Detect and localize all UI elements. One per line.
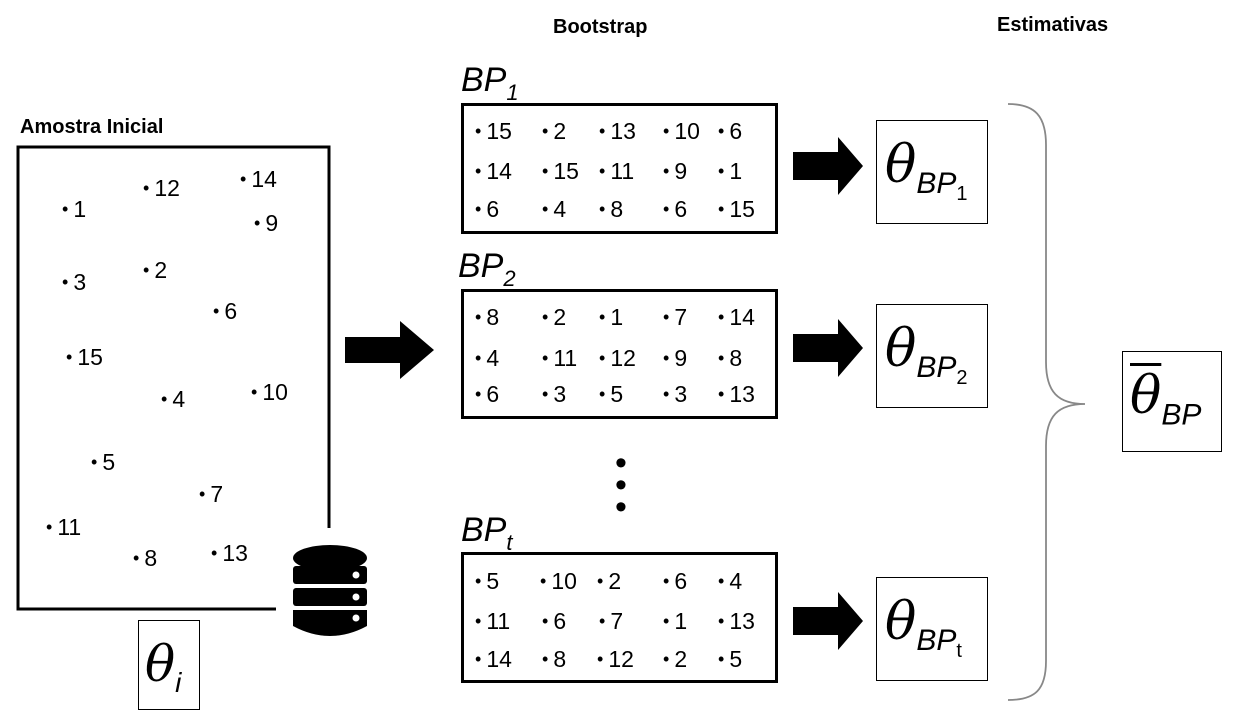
estimate-box-bp2: θBP2 [876, 304, 988, 408]
bootstrap-value: 4 [542, 197, 566, 221]
estimate-bp2: θBP2 [885, 319, 968, 390]
bootstrap-value: 10 [540, 569, 577, 593]
sample-point: 15 [66, 345, 103, 369]
bootstrap-value: 11 [475, 609, 510, 633]
bootstrap-value: 3 [663, 382, 687, 406]
bootstrap-sample-t: 5 10 2 6 4 11 6 7 1 13 14 8 12 2 5 [461, 552, 778, 683]
bootstrap-label-2: BP2 [458, 247, 516, 291]
bootstrap-value: 11 [599, 159, 634, 183]
sample-point: 5 [91, 450, 115, 474]
bootstrap-value: 7 [663, 305, 687, 329]
bootstrap-value: 2 [663, 647, 687, 671]
sample-point: 8 [133, 546, 157, 570]
bootstrap-value: 13 [718, 609, 755, 633]
theta-bar: θ [1130, 366, 1162, 426]
bootstrap-value: 1 [718, 159, 742, 183]
final-estimate-box: θBP [1122, 351, 1222, 452]
arrow-bp2-icon [793, 319, 863, 377]
bootstrap-label-t: BPt [461, 511, 513, 555]
sample-point: 2 [143, 258, 167, 282]
bootstrap-value: 1 [599, 305, 623, 329]
bootstrap-value: 15 [475, 119, 512, 143]
bootstrap-value: 2 [542, 119, 566, 143]
initial-estimate-box: θi [138, 620, 200, 710]
right-brace-icon [1007, 103, 1086, 701]
final-estimate: θBP [1130, 366, 1202, 432]
initial-estimate: θi [145, 635, 182, 698]
estimate-box-bpt: θBPt [876, 577, 988, 681]
bootstrap-value: 5 [599, 382, 623, 406]
sample-point: 13 [211, 541, 248, 565]
bootstrap-value: 10 [663, 119, 700, 143]
sample-point: 6 [213, 299, 237, 323]
sample-point: 11 [46, 515, 81, 539]
bootstrap-value: 4 [475, 346, 499, 370]
bootstrap-sample-1: 15 2 13 10 6 14 15 11 9 1 6 4 8 6 15 [461, 103, 778, 234]
bootstrap-value: 6 [663, 569, 687, 593]
bootstrap-value: 2 [542, 305, 566, 329]
bootstrap-value: 6 [475, 197, 499, 221]
sample-point: 9 [254, 211, 278, 235]
database-icon [293, 545, 367, 636]
bootstrap-value: 6 [663, 197, 687, 221]
header-estimativas: Estimativas [997, 14, 1109, 36]
bootstrap-value: 6 [542, 609, 566, 633]
header-amostra-inicial: Amostra Inicial [20, 116, 164, 138]
sample-point: 7 [199, 482, 223, 506]
bootstrap-value: 14 [475, 159, 512, 183]
sample-point: 12 [143, 176, 180, 200]
bootstrap-value: 9 [663, 346, 687, 370]
sample-point: 14 [240, 167, 277, 191]
bootstrap-value: 8 [542, 647, 566, 671]
sample-point: 1 [62, 197, 86, 221]
bootstrap-value: 12 [597, 647, 634, 671]
bootstrap-value: 6 [475, 382, 499, 406]
bootstrap-value: 12 [599, 346, 636, 370]
bootstrap-value: 14 [718, 305, 755, 329]
bootstrap-value: 1 [663, 609, 687, 633]
sample-point: 10 [251, 380, 288, 404]
bootstrap-value: 4 [718, 569, 742, 593]
bootstrap-value: 15 [718, 197, 755, 221]
bootstrap-value: 15 [542, 159, 579, 183]
bootstrap-label-1: BP1 [461, 61, 519, 105]
bootstrap-value: 14 [475, 647, 512, 671]
bootstrap-value: 3 [542, 382, 566, 406]
bootstrap-value: 6 [718, 119, 742, 143]
initial-sample-frame [16, 145, 331, 611]
bootstrap-value: 2 [597, 569, 621, 593]
bootstrap-value: 13 [599, 119, 636, 143]
header-bootstrap: Bootstrap [553, 16, 648, 38]
bootstrap-value: 5 [718, 647, 742, 671]
bootstrap-sample-2: 8 2 1 7 14 4 11 12 9 8 6 3 5 3 13 [461, 289, 778, 419]
main-arrow-icon [345, 321, 434, 379]
bootstrap-value: 8 [475, 305, 499, 329]
bootstrap-value: 5 [475, 569, 499, 593]
estimate-bp1: θBP1 [885, 135, 968, 206]
vertical-ellipsis: ••• [615, 444, 627, 526]
bootstrap-value: 8 [718, 346, 742, 370]
bootstrap-value: 11 [542, 346, 577, 370]
bootstrap-value: 7 [599, 609, 623, 633]
sample-point: 3 [62, 270, 86, 294]
estimate-box-bp1: θBP1 [876, 120, 988, 224]
sample-point: 4 [161, 387, 185, 411]
bootstrap-value: 8 [599, 197, 623, 221]
arrow-bp1-icon [793, 137, 863, 195]
bootstrap-value: 13 [718, 382, 755, 406]
estimate-bpt: θBPt [885, 592, 962, 663]
bootstrap-value: 9 [663, 159, 687, 183]
arrow-bpt-icon [793, 592, 863, 650]
